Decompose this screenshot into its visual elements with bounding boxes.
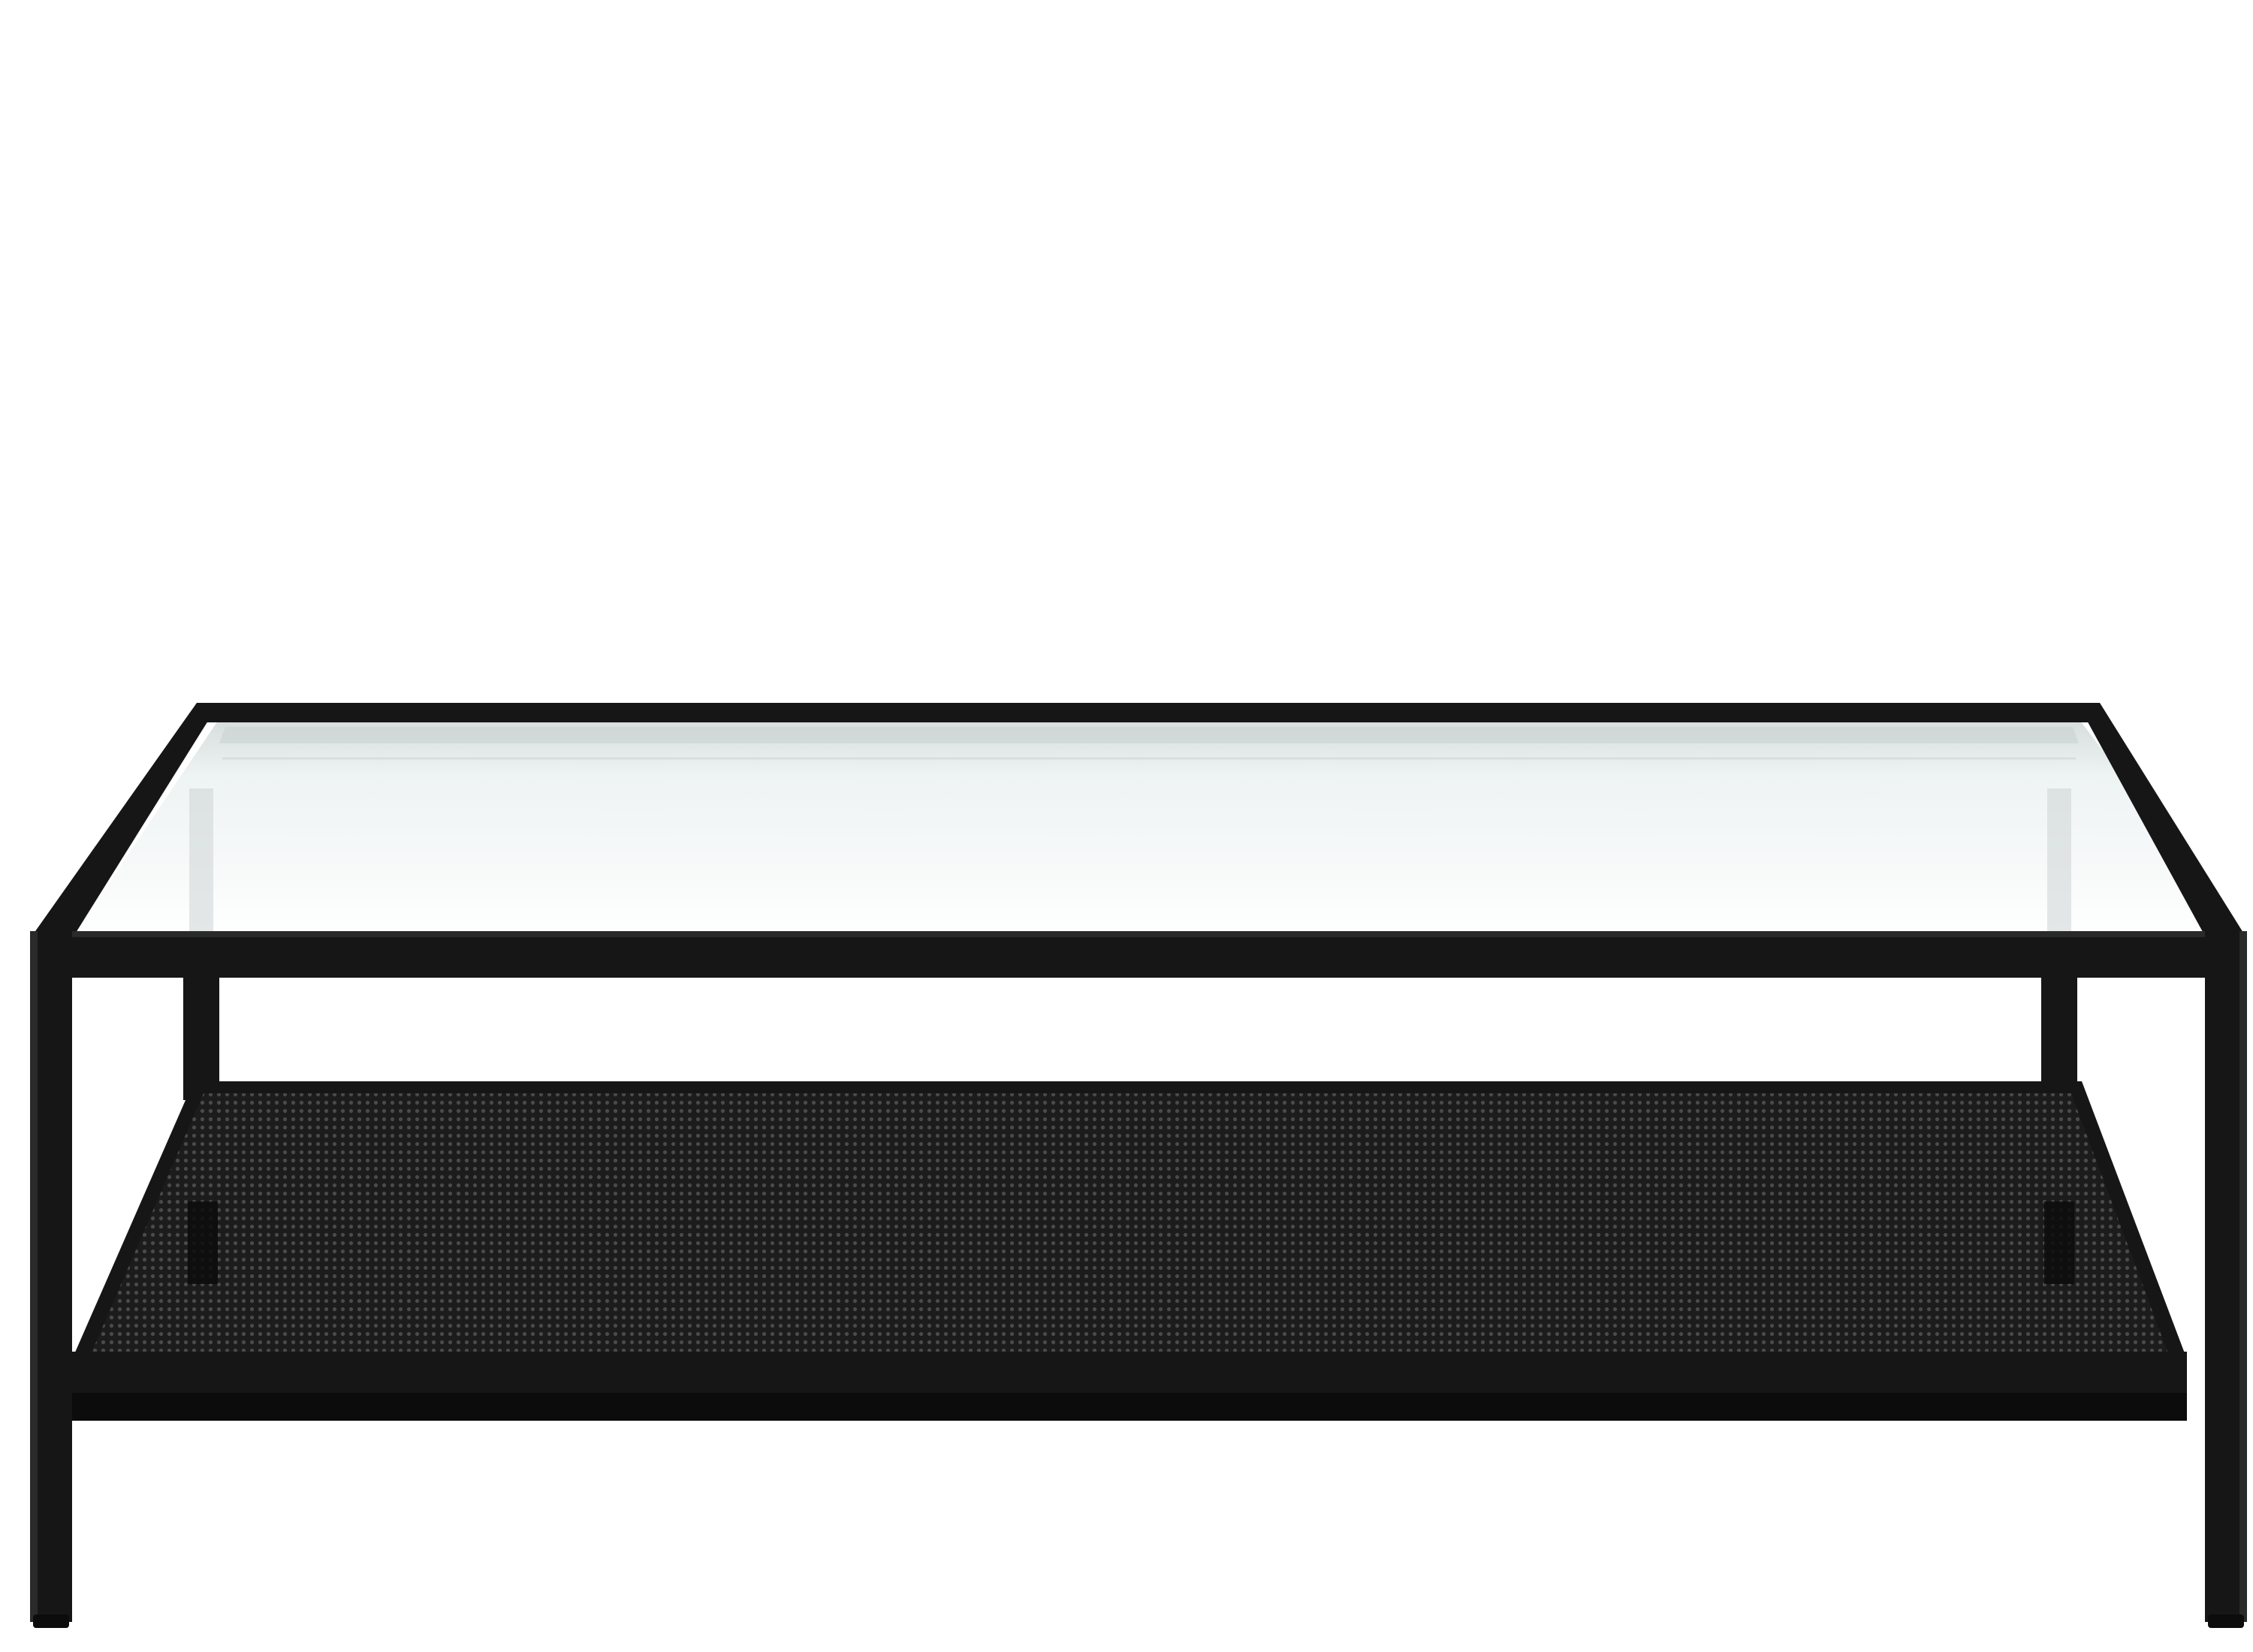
top-frame-front-rail-highlight (30, 931, 2247, 937)
front-right-foot (2208, 1614, 2244, 1628)
back-right-leg-glass-ghost (2047, 788, 2071, 942)
top-frame-right-rail (2077, 703, 2247, 939)
mesh-shelf-back-rim (194, 1081, 2082, 1093)
front-left-foot (33, 1614, 69, 1628)
mesh-shelf (78, 1087, 2179, 1353)
back-left-leg-glass-ghost (189, 788, 213, 942)
top-frame-left-rail (30, 703, 219, 939)
back-right-leg-lower (2044, 1201, 2074, 1284)
glass-top (69, 721, 2249, 942)
coffee-table (30, 703, 2249, 1628)
glass-top-reflection (219, 727, 2079, 743)
front-right-leg-highlight (2239, 931, 2247, 1622)
lower-frame-front-rail-shade (72, 1393, 2187, 1421)
mesh-shelf-left-rim (72, 1081, 209, 1359)
front-left-leg-highlight (30, 931, 38, 1622)
top-frame-front-rail (30, 931, 2247, 978)
back-left-leg-lower (188, 1201, 218, 1284)
top-frame-back-rail (197, 703, 2100, 722)
mesh-shelf-right-rim (2067, 1081, 2187, 1359)
